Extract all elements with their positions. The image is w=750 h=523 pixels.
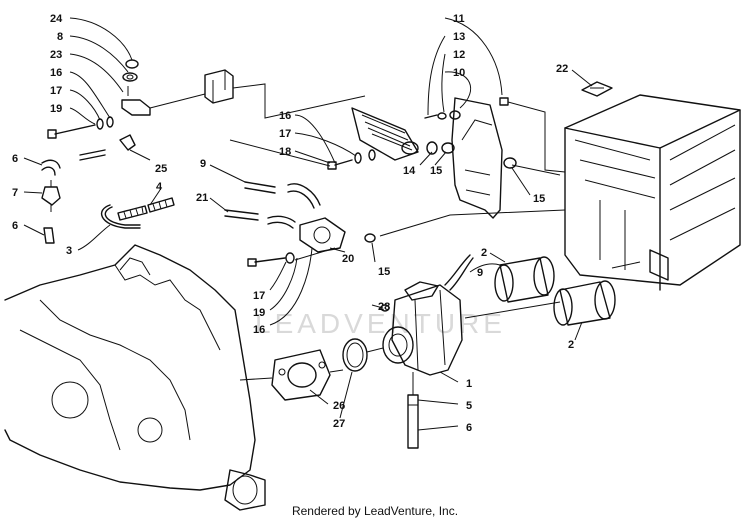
credit-text: Rendered by LeadVenture, Inc. — [291, 504, 459, 518]
callout-16-b: 16 — [279, 110, 291, 122]
callout-23: 23 — [50, 49, 62, 61]
callout-9-a: 9 — [200, 158, 206, 170]
pulse-hoses — [224, 181, 376, 267]
carburetor — [380, 254, 474, 449]
fuel-pump-assembly — [41, 59, 175, 244]
intake-flange — [271, 338, 368, 401]
mounting-plate — [424, 97, 517, 219]
callout-6-b: 6 — [12, 220, 18, 232]
callout-17-b: 17 — [279, 128, 291, 140]
callout-24: 24 — [50, 13, 63, 25]
solenoid-box — [204, 69, 234, 104]
callout-11: 11 — [453, 13, 465, 25]
callout-14: 14 — [403, 165, 416, 177]
callout-6-a: 6 — [12, 153, 18, 165]
callout-2-b: 2 — [568, 339, 574, 351]
callout-19-a: 19 — [50, 103, 62, 115]
engine-block — [4, 244, 266, 511]
callout-17-a: 17 — [50, 85, 62, 97]
leader-lines — [23, 17, 593, 431]
callout-26: 26 — [333, 400, 345, 412]
callout-19-b: 19 — [253, 307, 265, 319]
callout-25: 25 — [155, 163, 167, 175]
decal-22 — [581, 81, 613, 97]
callout-15-c: 15 — [378, 266, 390, 278]
callout-16-a: 16 — [50, 67, 62, 79]
callout-2-a: 2 — [481, 247, 487, 259]
callout-28: 28 — [378, 301, 390, 313]
intake-boots — [494, 256, 616, 326]
callout-27: 27 — [333, 418, 345, 430]
callout-8: 8 — [57, 31, 63, 43]
callout-6-c: 6 — [466, 422, 472, 434]
callout-17-c: 17 — [253, 290, 265, 302]
callout-16-c: 16 — [253, 324, 265, 336]
callout-15-a: 15 — [430, 165, 442, 177]
callout-12: 12 — [453, 49, 465, 61]
callout-1: 1 — [466, 378, 472, 390]
callout-10: 10 — [453, 67, 465, 79]
callout-4: 4 — [156, 181, 163, 193]
callout-15-b: 15 — [533, 193, 545, 205]
callout-22: 22 — [556, 63, 568, 75]
callout-3: 3 — [66, 245, 72, 257]
callout-13: 13 — [453, 31, 465, 43]
oil-pump — [327, 107, 438, 170]
callout-7: 7 — [12, 187, 18, 199]
callout-20: 20 — [342, 253, 354, 265]
callout-9-b: 9 — [477, 267, 483, 279]
assembly-lines — [149, 83, 641, 395]
callout-18: 18 — [279, 146, 291, 158]
airbox — [564, 94, 741, 291]
callout-21: 21 — [196, 192, 208, 204]
callout-labels: 24 8 23 16 17 19 6 7 6 25 4 3 9 21 16 17… — [12, 13, 574, 434]
callout-5: 5 — [466, 400, 472, 412]
